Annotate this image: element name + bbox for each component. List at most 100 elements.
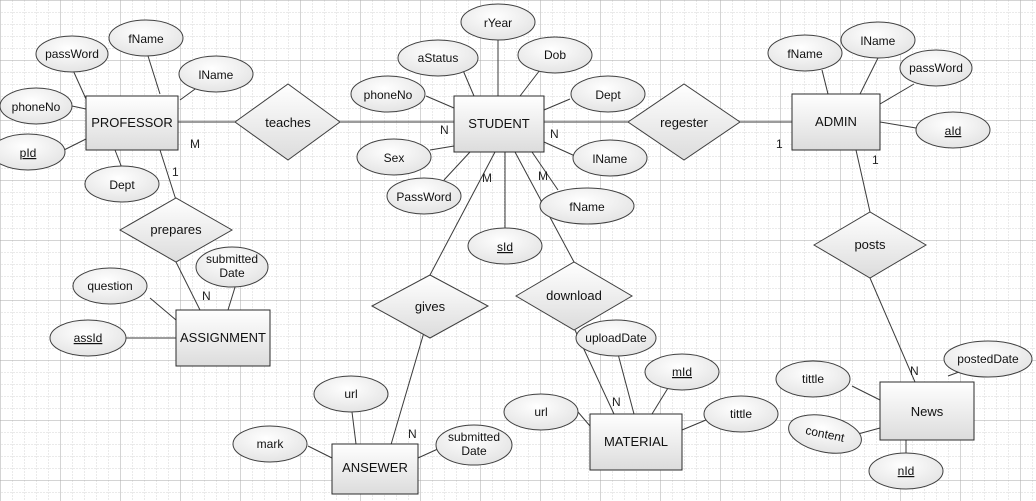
attribute-news-posteddate-label: postedDate xyxy=(957,352,1019,366)
attribute-prof-phoneno: phoneNo xyxy=(0,87,73,125)
attribute-stu-astatus: aStatus xyxy=(397,39,479,77)
attribute-stu-phoneno: phoneNo xyxy=(350,75,426,113)
attribute-news-posteddate: postedDate xyxy=(943,340,1033,378)
attribute-stu-fname-label: fName xyxy=(569,200,605,214)
attribute-admin-fname: fName xyxy=(767,34,843,72)
attribute-prof-pid: pId xyxy=(0,133,66,171)
attribute-ans-mark-label: mark xyxy=(257,437,285,451)
relationship-regester-label: regester xyxy=(660,115,708,130)
relationship-gives-label: gives xyxy=(415,299,446,314)
attribute-mat-url-label: url xyxy=(534,405,547,419)
attribute-asg-question: question xyxy=(72,267,148,305)
attribute-news-nid-label: nId xyxy=(898,464,915,478)
entity-news-label: News xyxy=(911,404,944,419)
attribute-ans-mark: mark xyxy=(232,425,308,463)
attribute-prof-password: passWord xyxy=(35,35,109,73)
attribute-stu-lname: lName xyxy=(572,139,648,177)
relationship-teaches: teaches xyxy=(234,83,341,161)
attribute-mat-mid: mId xyxy=(644,353,720,391)
attribute-stu-sid: sId xyxy=(467,227,543,265)
attribute-stu-password-label: PassWord xyxy=(396,190,451,204)
cardinality-stu-teaches: N xyxy=(440,123,449,137)
attribute-stu-ryear: rYear xyxy=(460,3,536,41)
attribute-stu-lname-label: lName xyxy=(593,152,628,166)
attribute-mat-tittle: tittle xyxy=(703,395,779,433)
attribute-stu-dob-label: Dob xyxy=(544,48,566,62)
attribute-news-tittle: tittle xyxy=(775,360,851,398)
attribute-mat-uploaddate: uploadDate xyxy=(575,319,657,357)
attribute-mat-url: url xyxy=(503,393,579,431)
cardinality-stu-gives: M xyxy=(482,171,492,185)
relationship-download-label: download xyxy=(546,288,602,303)
attribute-admin-lname-label: lName xyxy=(861,34,896,48)
attribute-stu-phoneno-label: phoneNo xyxy=(364,88,413,102)
cardinality-labels: M N N 1 1 N M M N N 1 N xyxy=(172,123,919,441)
attribute-news-content: content xyxy=(788,414,862,454)
cardinality-stu-regester: N xyxy=(550,127,559,141)
attribute-prof-pid-label: pId xyxy=(20,146,37,160)
relationship-gives: gives xyxy=(370,274,490,339)
attribute-admin-fname-label: fName xyxy=(787,47,823,61)
cardinality-ans-gives: N xyxy=(408,427,417,441)
cardinality-asg-prepares: N xyxy=(202,289,211,303)
attribute-mat-mid-label: mId xyxy=(672,365,692,379)
cardinality-admin-regester: 1 xyxy=(776,137,783,151)
attribute-stu-password: PassWord xyxy=(386,177,462,215)
attribute-stu-fname: fName xyxy=(539,187,635,225)
cardinality-prof-prepares: 1 xyxy=(172,165,179,179)
attribute-stu-dept-label: Dept xyxy=(595,88,621,102)
cardinality-news-posts: N xyxy=(910,364,919,378)
attribute-admin-password: passWord xyxy=(899,49,973,87)
entity-admin: ADMIN xyxy=(791,93,881,151)
attribute-news-tittle-label: tittle xyxy=(802,372,824,386)
attribute-stu-sex-label: Sex xyxy=(384,151,405,165)
attribute-mat-tittle-label: tittle xyxy=(730,407,752,421)
relationship-download: download xyxy=(515,261,633,331)
entity-material-label: MATERIAL xyxy=(604,434,668,449)
relationship-prepares-label: prepares xyxy=(150,222,202,237)
attribute-asg-assid: assId xyxy=(49,319,127,357)
cardinality-stu-download: M xyxy=(538,169,548,183)
cardinality-prof-teaches: M xyxy=(190,137,200,151)
attribute-asg-assid-label: assId xyxy=(74,331,103,345)
relationship-prepares: prepares xyxy=(118,197,234,263)
attribute-admin-aid: aId xyxy=(915,111,991,149)
entity-assignment: ASSIGNMENT xyxy=(175,309,271,367)
attribute-stu-dept: Dept xyxy=(570,75,646,113)
entity-professor: PROFESSOR xyxy=(85,95,179,151)
entity-answer: ANSEWER xyxy=(331,443,419,495)
attribute-asg-question-label: question xyxy=(87,279,132,293)
attribute-prof-lname-label: lName xyxy=(199,68,234,82)
entity-answer-label: ANSEWER xyxy=(342,460,408,475)
attribute-ans-url: url xyxy=(313,375,389,413)
relationship-regester: regester xyxy=(627,83,741,161)
attribute-admin-aid-label: aId xyxy=(945,124,962,138)
cardinality-admin-posts: 1 xyxy=(872,153,879,167)
relationship-posts: posts xyxy=(813,211,927,279)
entity-student: STUDENT xyxy=(453,95,545,153)
attribute-stu-astatus-label: aStatus xyxy=(418,51,459,65)
attribute-mat-uploaddate-label: uploadDate xyxy=(585,331,647,345)
attribute-prof-fname-label: fName xyxy=(128,32,164,46)
attribute-prof-password-label: passWord xyxy=(45,47,99,61)
attribute-prof-dept-label: Dept xyxy=(109,178,135,192)
attribute-admin-lname: lName xyxy=(840,21,916,59)
relationship-posts-label: posts xyxy=(854,237,886,252)
attribute-news-nid: nId xyxy=(868,452,944,490)
entity-admin-label: ADMIN xyxy=(815,114,857,129)
attribute-stu-sex: Sex xyxy=(356,138,432,176)
attribute-prof-fname: fName xyxy=(108,19,184,57)
attribute-stu-dob: Dob xyxy=(517,36,593,74)
entity-material: MATERIAL xyxy=(589,413,683,471)
attribute-ans-url-label: url xyxy=(344,387,357,401)
entity-professor-label: PROFESSOR xyxy=(91,115,173,130)
attribute-admin-password-label: passWord xyxy=(909,61,963,75)
attribute-prof-phoneno-label: phoneNo xyxy=(12,100,61,114)
cardinality-mat-download: N xyxy=(612,395,621,409)
attribute-prof-dept: Dept xyxy=(84,165,160,203)
